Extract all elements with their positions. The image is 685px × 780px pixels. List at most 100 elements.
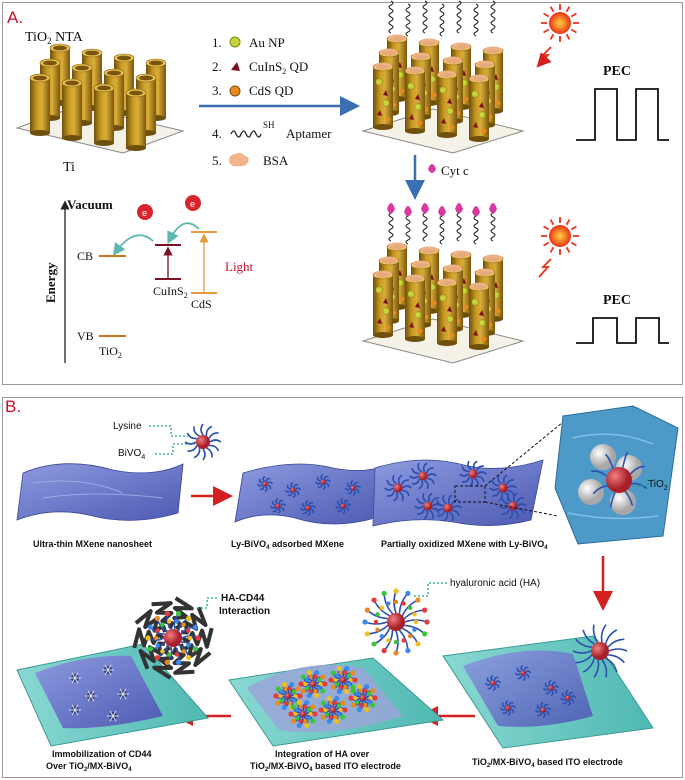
svg-text:CuInS2: CuInS2	[153, 284, 188, 300]
svg-text:TiO2/MX-BiVO4 based ITO electr: TiO2/MX-BiVO4 based ITO electrode	[250, 761, 401, 773]
cuins2-energy-label: CuInS	[153, 284, 184, 298]
vb-label: VB	[77, 329, 94, 343]
cytc-molecule	[472, 206, 480, 217]
bivo4-label: BiVO	[118, 448, 142, 459]
ha-cd44-label-1: HA-CD44	[221, 593, 265, 604]
zoom-box	[454, 485, 486, 503]
cd44-immobilized-film	[35, 655, 163, 729]
electron-1-icon	[137, 204, 153, 220]
cytc-molecule	[404, 206, 412, 217]
cd44-marker	[102, 664, 114, 676]
aptamer-sh-label: SH	[263, 120, 275, 130]
caption-ha-line1: Integration of HA over	[275, 749, 370, 759]
caption-ito-electrode: TiO	[472, 757, 487, 767]
step-4-num: 4.	[212, 126, 222, 141]
cytc-molecule	[387, 203, 395, 214]
aptamer-strand	[388, 208, 394, 242]
svg-text:BiVO4: BiVO4	[118, 448, 145, 461]
aptamer-strand	[490, 0, 496, 34]
nanotube	[125, 88, 147, 151]
aptamer-strand	[490, 208, 496, 242]
tio2-particle	[578, 479, 604, 505]
svg-text:TiO2/MX-BiVO4 based ITO electr: TiO2/MX-BiVO4 based ITO electrode	[472, 757, 623, 769]
aptamer-strand	[456, 0, 462, 34]
aptamer-strand	[473, 3, 479, 37]
svg-text:Partially oxidized MXene with: Partially oxidized MXene with Ly-BiVO4	[381, 539, 548, 551]
cb-label: CB	[77, 249, 93, 263]
mxene-nanosheet	[16, 463, 184, 521]
bivo4-particle	[606, 467, 632, 493]
caption-oxidized-mxene: Partially oxidized MXene with Ly-BiVO	[381, 539, 544, 549]
caption-cd44-line2: Over TiO	[46, 761, 84, 771]
cd44-marker	[69, 672, 81, 684]
pec-top-label: PEC	[603, 64, 631, 79]
nanotube	[61, 78, 83, 141]
au-np-icon	[229, 36, 241, 48]
aptamer-strand	[456, 208, 462, 242]
cytc-molecule	[489, 203, 497, 214]
cytc-molecule	[438, 206, 446, 217]
cytc-molecule	[421, 203, 429, 214]
aptamer-strand	[439, 3, 445, 37]
svg-text:TiO2: TiO2	[648, 479, 668, 492]
aptamer-icon	[230, 130, 262, 138]
pec-bottom-trace	[576, 317, 669, 344]
nanotube	[29, 73, 51, 136]
pec-top-trace	[576, 88, 669, 141]
light-bolt-top	[536, 46, 552, 68]
caption-adsorbed-mxene: Ly-BiVO	[231, 539, 266, 549]
sun-icon	[541, 4, 579, 42]
ti-label: Ti	[63, 160, 75, 175]
tio2-inset-label: TiO	[648, 479, 664, 490]
panel-b: B. Lysine BiVO4 Ultra-thin MXene nanoshe…	[2, 397, 683, 778]
cds-energy-label: CdS	[191, 297, 212, 311]
svg-text:TiO2: TiO2	[99, 344, 122, 360]
aptamer-strand	[405, 3, 411, 37]
aptamer-strand	[439, 211, 445, 245]
step-4-label: Aptamer	[286, 126, 332, 141]
panel-b-label: B.	[5, 397, 21, 416]
svg-text:CuInS2 QD: CuInS2 QD	[249, 59, 308, 76]
cd44-marker	[107, 710, 119, 722]
nanotube	[93, 83, 115, 146]
cd44-ha-complex	[132, 596, 214, 680]
pec-bottom-label: PEC	[603, 293, 631, 308]
caption-mxene-nanosheet: Ultra-thin MXene nanosheet	[33, 539, 152, 549]
step-2-label: CuInS	[249, 59, 282, 74]
cd44-marker	[85, 690, 97, 702]
modified-array-bottom	[361, 203, 525, 364]
tio2-particle	[610, 489, 636, 515]
cytc-icon	[428, 164, 436, 173]
caption-cd44-line1: Immobilization of CD44	[52, 749, 152, 759]
lysine-label: Lysine	[113, 421, 142, 432]
ha-cd44-label-2: Interaction	[219, 606, 270, 617]
ly-bivo4-nanoparticle-icon	[184, 423, 222, 461]
energy-diagram: Vacuum Energy CB VB TiO2 CuInS2 CdS Ligh…	[43, 195, 254, 363]
step-1-num: 1.	[212, 35, 222, 50]
svg-text:e: e	[190, 199, 195, 209]
tio2-mx-bivo4-film	[463, 650, 593, 727]
ha-label: hyaluronic acid (HA)	[450, 578, 540, 589]
tio2-energy-label: TiO	[99, 344, 118, 358]
cytc-molecule	[455, 203, 463, 214]
aptamer-strand	[388, 0, 394, 34]
cd44-marker	[117, 688, 129, 700]
aptamer-strand	[422, 0, 428, 34]
step-list: 1. Au NP 2. CuInS2 QD 3. CdS QD 4. SH Ap…	[199, 35, 360, 168]
aptamer-strand	[405, 211, 411, 245]
cd44-marker	[69, 704, 81, 716]
step-5-num: 5.	[212, 153, 222, 168]
panel-a-label: A.	[7, 8, 23, 27]
vacuum-label: Vacuum	[67, 197, 113, 212]
modified-array-top	[361, 0, 525, 154]
step-1-label: Au NP	[249, 35, 285, 50]
svg-text:Ly-BiVO4 adsorbed MXene: Ly-BiVO4 adsorbed MXene	[231, 539, 344, 551]
panel-a-svg: A. TiO2 NTA Ti 1. Au NP 2. CuInS2 QD 3. …	[7, 0, 669, 364]
cuins2-qd-icon	[231, 62, 240, 71]
partially-oxidized-mxene	[372, 459, 544, 527]
ly-bivo4-particle-large	[572, 624, 628, 678]
energy-axis-label: Energy	[43, 262, 58, 303]
tio2-particle	[590, 444, 616, 470]
aptamer-strand	[422, 208, 428, 242]
electron-2-icon	[185, 195, 201, 211]
